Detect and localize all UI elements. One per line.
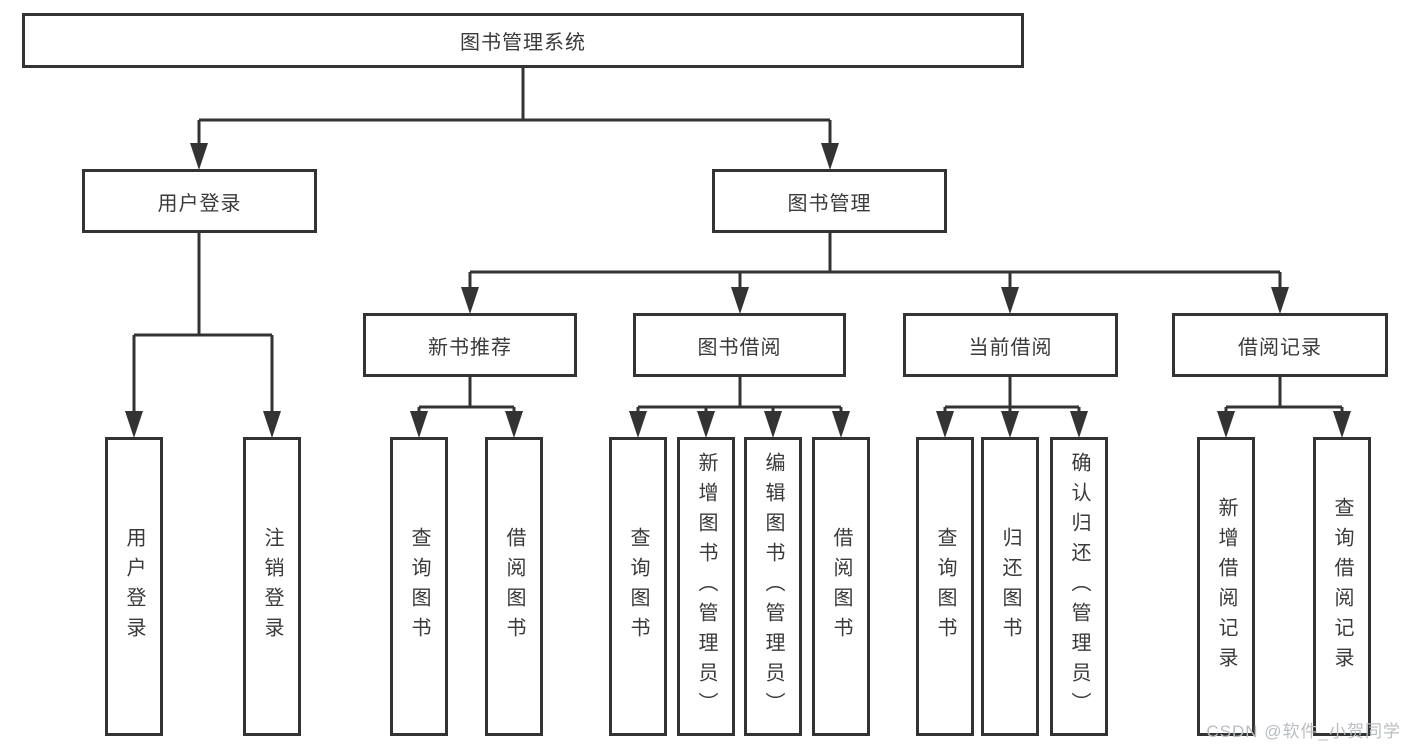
watermark: CSDN @软件_小贺同学 [1206,722,1401,741]
leaf-edit-books-admin: 编辑图书（管理员） [744,437,802,736]
leaf-return-books: 归还图书 [981,437,1039,736]
leaf-query-borrow-record: 查询借阅记录 [1313,437,1371,736]
leaf-query-books-recommend: 查询图书 [390,437,448,736]
leaf-query-books-borrow: 查询图书 [609,437,667,736]
leaf-borrow-books-recommend: 借阅图书 [485,437,543,736]
leaf-logout-login: 注销登录 [243,437,301,736]
leaf-query-books-current: 查询图书 [916,437,974,736]
node-book-management: 图书管理 [712,169,947,233]
leaf-add-borrow-record: 新增借阅记录 [1197,437,1255,736]
node-user-login: 用户登录 [82,169,317,233]
node-library-management-system: 图书管理系统 [22,13,1024,68]
node-borrowing-records: 借阅记录 [1172,313,1388,377]
leaf-borrow-books: 借阅图书 [812,437,870,736]
leaf-add-books-admin: 新增图书（管理员） [677,437,735,736]
node-current-borrowing: 当前借阅 [903,313,1118,377]
leaf-user-login: 用户登录 [105,437,163,736]
node-book-borrowing: 图书借阅 [633,313,846,377]
arrowheads [125,143,1351,438]
leaf-confirm-return-admin: 确认归还（管理员） [1050,437,1108,736]
node-new-book-recommendation: 新书推荐 [363,313,577,377]
